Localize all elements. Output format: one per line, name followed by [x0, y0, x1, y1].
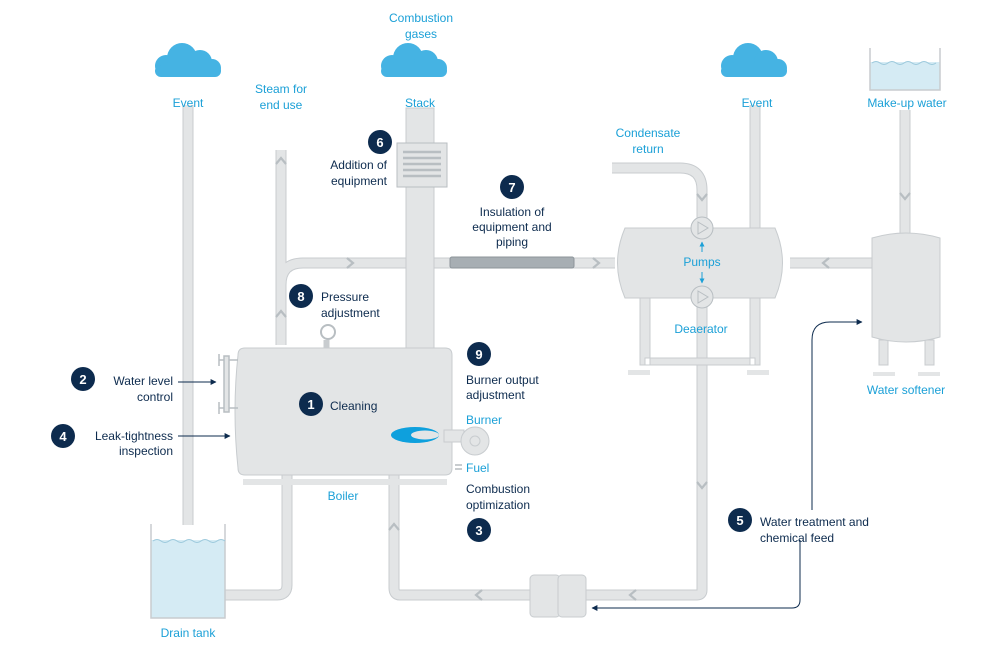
cloud-icon — [721, 43, 787, 77]
pipes — [182, 105, 911, 601]
svg-text:3: 3 — [475, 523, 482, 538]
makeup-water-tank — [869, 48, 941, 91]
pressure-gauge-icon — [320, 324, 336, 340]
svg-text:equipment: equipment — [331, 174, 388, 188]
sight-glass — [218, 354, 238, 414]
cloud-icon — [155, 43, 221, 77]
measure-2: 2 Water level control — [71, 367, 173, 404]
insulated-pipe — [449, 256, 575, 269]
label-event-left: Event — [173, 96, 204, 110]
svg-text:Insulation of: Insulation of — [480, 205, 545, 219]
component-labels: Event Steam for end use Combustion gases… — [161, 11, 947, 640]
feed-pump — [529, 574, 587, 618]
svg-text:control: control — [137, 390, 173, 404]
measure-7: 7 Insulation of equipment and piping — [472, 175, 552, 249]
label-boiler: Boiler — [328, 489, 359, 503]
svg-text:optimization: optimization — [466, 498, 530, 512]
label-combustion-gases: Combustion — [389, 11, 453, 25]
drain-tank — [150, 524, 226, 619]
measure-4: 4 Leak-tightness inspection — [51, 424, 173, 458]
svg-text:Burner output: Burner output — [466, 373, 539, 387]
svg-text:end use: end use — [260, 98, 303, 112]
measure-1: 1 Cleaning — [299, 392, 377, 416]
svg-text:4: 4 — [59, 429, 67, 444]
label-event-right: Event — [742, 96, 773, 110]
svg-text:inspection: inspection — [119, 444, 173, 458]
measure-6: 6 Addition of equipment — [330, 130, 392, 188]
label-fuel: Fuel — [466, 461, 489, 475]
svg-text:9: 9 — [475, 347, 482, 362]
flame-icon — [391, 427, 439, 443]
boiler — [218, 324, 490, 485]
svg-text:adjustment: adjustment — [466, 388, 525, 402]
measure-9: 9 Burner output adjustment — [466, 342, 539, 402]
label-steam: Steam for — [255, 82, 307, 96]
svg-text:2: 2 — [79, 372, 86, 387]
measure-3: Combustion optimization 3 — [466, 482, 530, 542]
deaerator — [617, 216, 783, 375]
pump-icon — [690, 285, 714, 309]
pump-icon — [690, 216, 714, 240]
water-softener — [871, 232, 941, 376]
svg-text:6: 6 — [376, 135, 383, 150]
svg-text:5: 5 — [736, 513, 743, 528]
svg-text:Water treatment and: Water treatment and — [760, 515, 869, 529]
flow-arrows — [275, 156, 911, 601]
svg-text:piping: piping — [496, 235, 528, 249]
cloud-icon — [381, 43, 447, 77]
measure-5: 5 Water treatment and chemical feed — [728, 508, 869, 545]
svg-text:7: 7 — [508, 180, 515, 195]
label-stack: Stack — [405, 96, 436, 110]
svg-text:Pressure: Pressure — [321, 290, 369, 304]
svg-text:equipment and: equipment and — [472, 220, 551, 234]
measure-8: 8 Pressure adjustment — [289, 284, 380, 320]
svg-text:Water level: Water level — [113, 374, 173, 388]
burner-fan — [443, 426, 490, 456]
svg-text:adjustment: adjustment — [321, 306, 380, 320]
economizer — [396, 142, 448, 188]
label-water-softener: Water softener — [867, 383, 945, 397]
svg-text:Addition of: Addition of — [330, 158, 387, 172]
annotation-arrows — [178, 319, 863, 611]
label-deaerator: Deaerator — [674, 322, 727, 336]
label-makeup-water: Make-up water — [867, 96, 946, 110]
svg-text:gases: gases — [405, 27, 437, 41]
label-burner: Burner — [466, 413, 502, 427]
label-drain-tank: Drain tank — [161, 626, 217, 640]
svg-text:Leak-tightness: Leak-tightness — [95, 429, 173, 443]
svg-text:1: 1 — [307, 397, 314, 412]
svg-text:Combustion: Combustion — [466, 482, 530, 496]
svg-text:Cleaning: Cleaning — [330, 399, 377, 413]
svg-text:chemical feed: chemical feed — [760, 531, 834, 545]
label-pumps: Pumps — [683, 255, 720, 269]
svg-text:8: 8 — [297, 289, 304, 304]
svg-text:return: return — [632, 142, 663, 156]
label-condensate-return: Condensate — [616, 126, 681, 140]
